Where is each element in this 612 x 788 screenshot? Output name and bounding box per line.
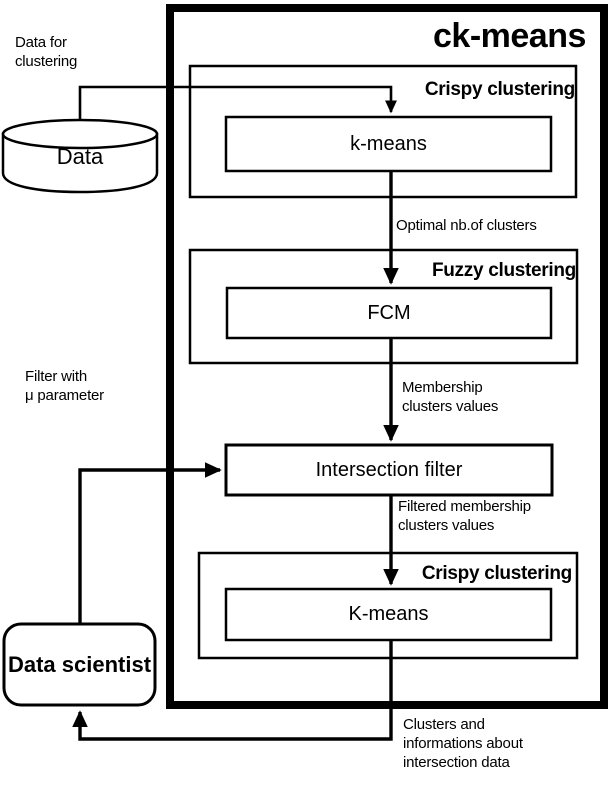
stage-label-intersection-filter: Intersection filter xyxy=(315,458,463,481)
flow-data-to-kmeans xyxy=(78,85,397,120)
annotation-filter-with-mu-parameter: Filter with μ parameter xyxy=(25,368,104,404)
actor-label-data-scientist: Data scientist xyxy=(7,651,152,677)
annotation-optimal-nb-of-clusters: Optimal nb.of clusters xyxy=(396,217,537,234)
stage-label-fcm: FCM xyxy=(367,301,411,324)
system-title: ck-means xyxy=(433,17,586,55)
stage-box-intersection-filter xyxy=(224,443,554,497)
annotation-clusters-and-informations: Clusters and informations about intersec… xyxy=(403,716,523,771)
annotation-filtered-membership-clusters-values: Filtered membership clusters values xyxy=(398,498,531,534)
flow-data-scientist-to-intersection-filter xyxy=(78,462,222,625)
stage-box-k-means-1 xyxy=(224,115,553,173)
annotation-membership-clusters-values: Membership clusters values xyxy=(402,379,499,415)
annotation-data-for-clustering: Data for clustering xyxy=(15,34,78,70)
stage-label-k-means-2: K-means xyxy=(348,603,429,625)
stage-box-k-means-2 xyxy=(224,587,553,642)
stage-label-k-means-1: k-means xyxy=(350,132,427,155)
stage-box-fcm xyxy=(225,286,553,340)
ck-means-system-boundary xyxy=(166,4,608,709)
data-store-label: Data xyxy=(56,144,104,169)
phase-title-crispy-clustering-1: Crispy clustering xyxy=(424,79,575,100)
phase-title-fuzzy-clustering: Fuzzy clustering xyxy=(431,260,576,281)
flow-kmeans2-to-data-scientist xyxy=(72,640,393,741)
phase-title-crispy-clustering-2: Crispy clustering xyxy=(421,563,572,584)
data-store-cylinder-icon xyxy=(1,118,159,194)
